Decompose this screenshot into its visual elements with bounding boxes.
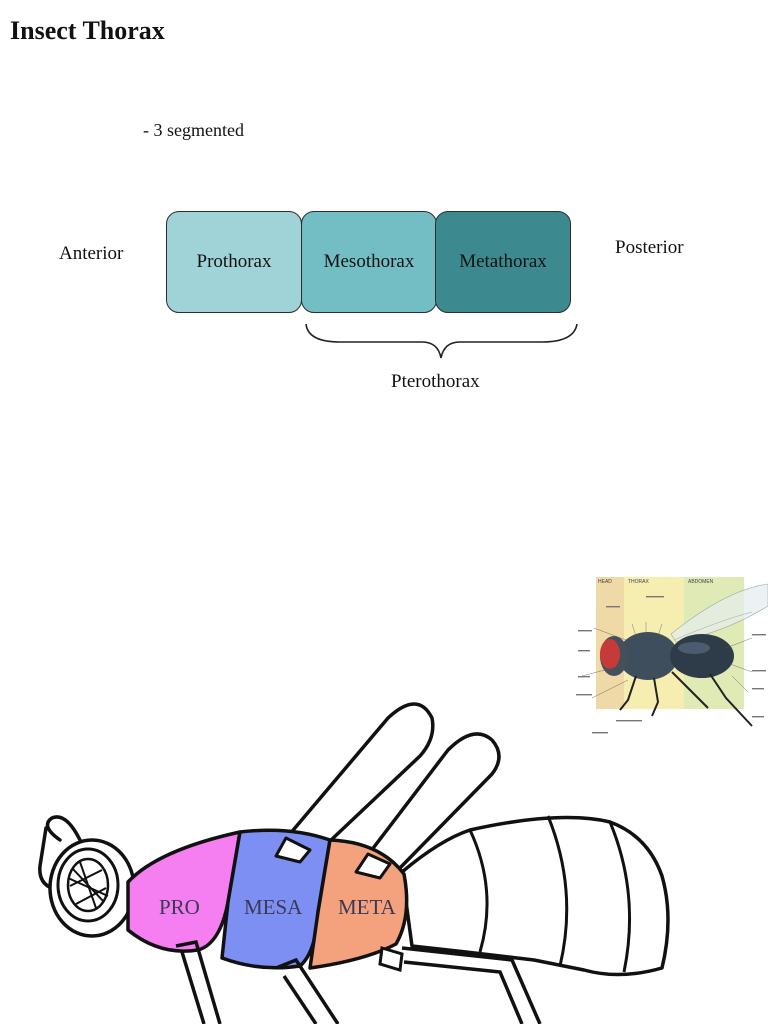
segment-metathorax: Metathorax [435, 211, 571, 313]
insect-hindwing [356, 732, 501, 874]
insect-forewing [276, 702, 435, 860]
photo-region-thorax: THORAX [628, 579, 650, 585]
photo-region-head: HEAD [598, 579, 612, 585]
fly-anatomy-photo: HEAD THORAX ABDOMEN [576, 576, 768, 738]
insect-prothorax [126, 830, 242, 953]
posterior-label: Posterior [615, 237, 684, 258]
insect-label-mesa: MESA [244, 895, 303, 919]
anterior-label: Anterior [59, 243, 124, 264]
segment-prothorax-label: Prothorax [196, 251, 272, 272]
pterothorax-brace [305, 323, 578, 359]
fly-thorax [618, 632, 678, 680]
fly-compound-eye [600, 639, 620, 669]
insect-label-meta: META [338, 895, 397, 919]
page-title: Insect Thorax [10, 16, 165, 45]
segment-mesothorax-label: Mesothorax [323, 251, 415, 272]
photo-region-abdomen: ABDOMEN [688, 579, 714, 585]
segment-mesothorax: Mesothorax [301, 211, 437, 313]
insect-thorax-drawing: PRO MESA META [38, 702, 670, 1024]
segment-count-bullet: - 3 segmented [143, 120, 244, 140]
pterothorax-label: Pterothorax [391, 371, 480, 392]
insect-label-pro: PRO [159, 895, 200, 919]
fly-abdomen [670, 634, 734, 678]
insect-abdomen [400, 815, 670, 977]
segment-prothorax: Prothorax [166, 211, 302, 313]
segment-metathorax-label: Metathorax [459, 251, 547, 272]
